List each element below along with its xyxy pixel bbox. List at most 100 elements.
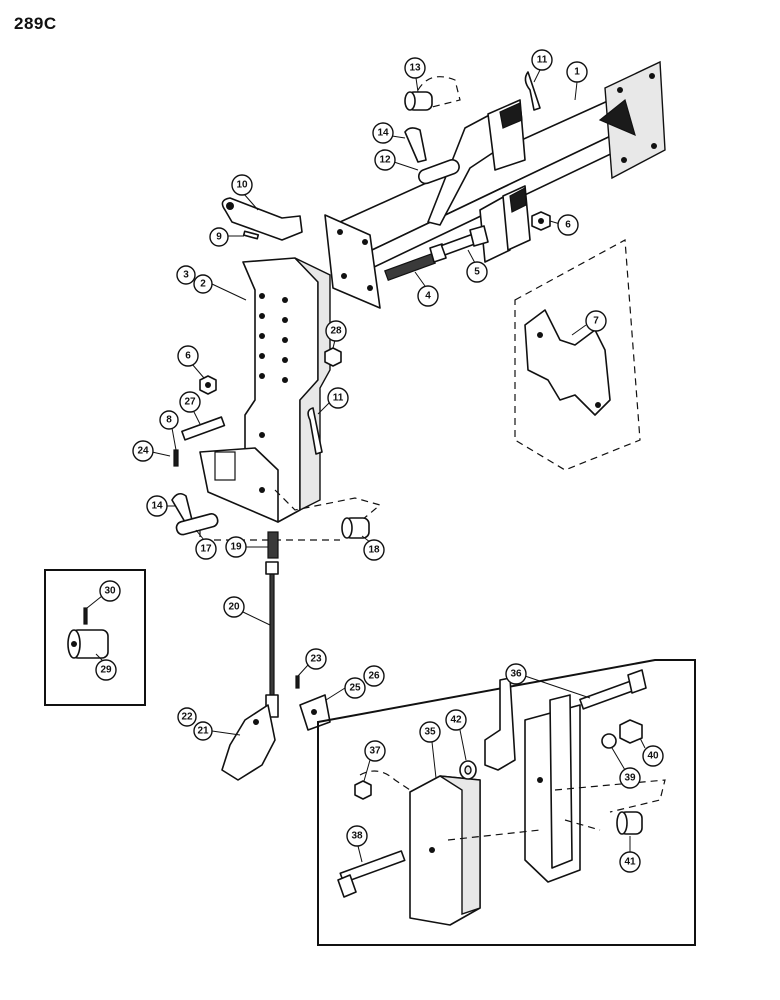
callout-11b: 11 xyxy=(317,387,349,415)
latch-part-25 xyxy=(299,694,331,731)
trigger-part-21 xyxy=(221,704,276,781)
callout-5: 5 xyxy=(466,249,488,283)
pin-part-8 xyxy=(173,449,179,467)
svg-text:20: 20 xyxy=(228,602,240,613)
spring-part-19 xyxy=(267,531,279,559)
callout-40: 40 xyxy=(639,737,664,767)
svg-text:11: 11 xyxy=(333,393,344,404)
callout-19: 19 xyxy=(225,536,268,558)
callout-17: 17 xyxy=(195,529,217,560)
callout-22: 22 xyxy=(177,707,197,727)
svg-text:4: 4 xyxy=(425,291,431,302)
callout-23: 23 xyxy=(297,648,327,677)
svg-text:11: 11 xyxy=(537,55,548,66)
inset-detail-29-30 xyxy=(44,569,146,706)
bolt-part-5 xyxy=(440,225,489,256)
callout-8: 8 xyxy=(159,410,179,451)
svg-text:14: 14 xyxy=(151,501,163,512)
svg-text:9: 9 xyxy=(216,232,222,243)
svg-text:18: 18 xyxy=(368,545,380,556)
callout-9: 9 xyxy=(209,227,244,247)
callout-14a: 14 xyxy=(372,122,406,144)
svg-text:23: 23 xyxy=(310,654,322,665)
svg-text:41: 41 xyxy=(624,857,636,868)
callout-6a: 6 xyxy=(549,214,579,236)
svg-text:30: 30 xyxy=(104,586,116,597)
callout-27: 27 xyxy=(179,391,201,425)
nut-part-6a xyxy=(531,211,551,231)
callout-20: 20 xyxy=(223,596,271,626)
svg-text:40: 40 xyxy=(647,751,659,762)
plate-part-7 xyxy=(514,239,641,471)
svg-text:17: 17 xyxy=(200,544,212,555)
callout-18: 18 xyxy=(361,535,385,561)
eye-bolt-part-10 xyxy=(221,197,303,241)
nut-part-28 xyxy=(324,347,342,367)
svg-text:7: 7 xyxy=(593,316,599,327)
cotter-pin-part-11a xyxy=(524,71,541,111)
svg-text:21: 21 xyxy=(197,726,209,737)
svg-text:24: 24 xyxy=(137,446,149,457)
callout-6b: 6 xyxy=(177,345,205,379)
svg-text:8: 8 xyxy=(166,415,172,426)
callout-10: 10 xyxy=(231,174,259,211)
callout-26: 26 xyxy=(363,665,385,687)
callout-14b: 14 xyxy=(146,495,175,517)
callout-36: 36 xyxy=(505,663,591,699)
support-bracket-part-2 xyxy=(199,257,331,523)
svg-text:37: 37 xyxy=(369,746,381,757)
callout-21: 21 xyxy=(193,721,241,741)
svg-text:19: 19 xyxy=(230,542,242,553)
svg-text:25: 25 xyxy=(349,683,361,694)
svg-text:14: 14 xyxy=(377,128,389,139)
nut-part-6b xyxy=(199,375,217,395)
svg-text:28: 28 xyxy=(330,326,342,337)
pin-part-12 xyxy=(417,159,460,185)
callout-35: 35 xyxy=(419,721,441,779)
cotter-pin-part-14a xyxy=(404,127,427,163)
callout-24: 24 xyxy=(132,440,171,462)
callout-2: 2 xyxy=(193,274,247,301)
callout-4: 4 xyxy=(414,271,439,307)
svg-text:29: 29 xyxy=(100,665,112,676)
cotter-pin-part-11b xyxy=(307,407,323,455)
dash-guide-13 xyxy=(417,76,461,111)
callout-3: 3 xyxy=(176,265,196,285)
rod-part-20 xyxy=(265,561,279,718)
callout-39: 39 xyxy=(611,747,641,789)
bushing-part-13 xyxy=(404,91,433,111)
pin-part-9 xyxy=(242,230,260,240)
callout-13: 13 xyxy=(404,57,426,93)
callout-29: 29 xyxy=(95,653,117,681)
bushing-part-18 xyxy=(341,517,370,539)
svg-text:35: 35 xyxy=(424,727,436,738)
svg-text:1: 1 xyxy=(574,67,580,78)
svg-text:22: 22 xyxy=(181,712,193,723)
svg-text:3: 3 xyxy=(183,270,189,281)
svg-text:42: 42 xyxy=(450,715,462,726)
callout-30: 30 xyxy=(86,580,121,609)
pin-part-17 xyxy=(175,513,219,536)
callout-41: 41 xyxy=(619,836,641,873)
callout-12: 12 xyxy=(374,149,419,171)
callout-28: 28 xyxy=(325,320,347,349)
cross-tube-part-1 xyxy=(324,60,666,309)
callout-7: 7 xyxy=(571,310,607,336)
svg-text:12: 12 xyxy=(379,155,391,166)
svg-text:6: 6 xyxy=(565,220,571,231)
svg-text:5: 5 xyxy=(474,267,480,278)
svg-text:10: 10 xyxy=(236,180,248,191)
svg-text:13: 13 xyxy=(409,63,421,74)
pin-part-23 xyxy=(295,675,300,689)
page-code: 289C xyxy=(14,14,57,33)
callout-42: 42 xyxy=(445,709,467,761)
svg-text:38: 38 xyxy=(351,831,363,842)
callout-37: 37 xyxy=(363,740,386,782)
svg-text:26: 26 xyxy=(368,671,380,682)
bolt-part-27 xyxy=(181,416,226,441)
lower-detail-frame xyxy=(317,659,696,946)
callout-1: 1 xyxy=(566,61,588,101)
svg-text:36: 36 xyxy=(510,669,522,680)
svg-text:27: 27 xyxy=(184,397,196,408)
